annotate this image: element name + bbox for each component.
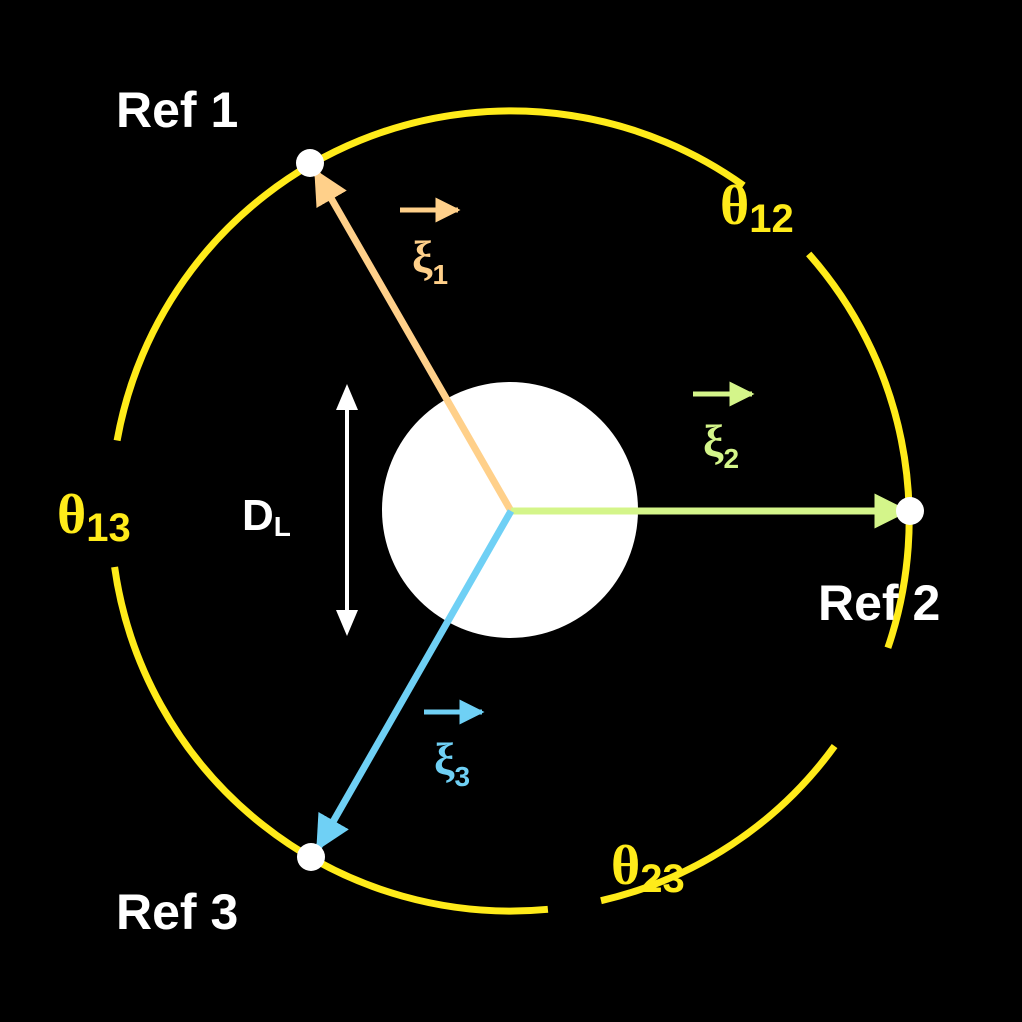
- diameter-arrowhead-top: [336, 384, 358, 410]
- ref2-label: Ref 2: [818, 575, 940, 631]
- ref3-label: Ref 3: [116, 884, 238, 940]
- orbit-arc-right: [806, 251, 913, 649]
- diameter-subscript: L: [274, 511, 291, 542]
- diameter-symbol: D: [242, 491, 274, 540]
- vector-xi1-arrow: [312, 168, 515, 513]
- xi1-symbol: ξ: [412, 231, 433, 282]
- xi1-subscript: 1: [433, 259, 449, 290]
- xi2-symbol: ξ: [703, 415, 724, 466]
- theta13-symbol: θ: [57, 484, 86, 546]
- theta23-subscript: 23: [640, 857, 685, 901]
- theta13-label: θ13: [57, 484, 131, 550]
- theta12-subscript: 12: [749, 197, 794, 241]
- xi2-label: ξ2: [703, 415, 739, 474]
- orbit-arc-bottom: [600, 744, 838, 905]
- theta23-label: θ23: [611, 835, 685, 901]
- orbit-arc-top: [113, 107, 746, 442]
- theta13-subscript: 13: [86, 506, 131, 550]
- diameter-label: DL: [242, 491, 291, 542]
- vector-xi3-arrow: [314, 509, 515, 852]
- theta23-symbol: θ: [611, 835, 640, 897]
- diameter-arrowhead-bottom: [336, 610, 358, 636]
- ref3-point: [297, 843, 325, 871]
- xi3-subscript: 3: [455, 761, 471, 792]
- theta12-symbol: θ: [720, 175, 749, 237]
- xi2-subscript: 2: [724, 443, 740, 474]
- ref1-label: Ref 1: [116, 82, 238, 138]
- orbit-arc-left: [111, 566, 549, 915]
- xi1-label: ξ1: [412, 231, 448, 290]
- ref2-point: [896, 497, 924, 525]
- xi3-symbol: ξ: [434, 733, 455, 784]
- xi3-label: ξ3: [434, 733, 470, 792]
- theta12-label: θ12: [720, 175, 794, 241]
- ref1-point: [296, 149, 324, 177]
